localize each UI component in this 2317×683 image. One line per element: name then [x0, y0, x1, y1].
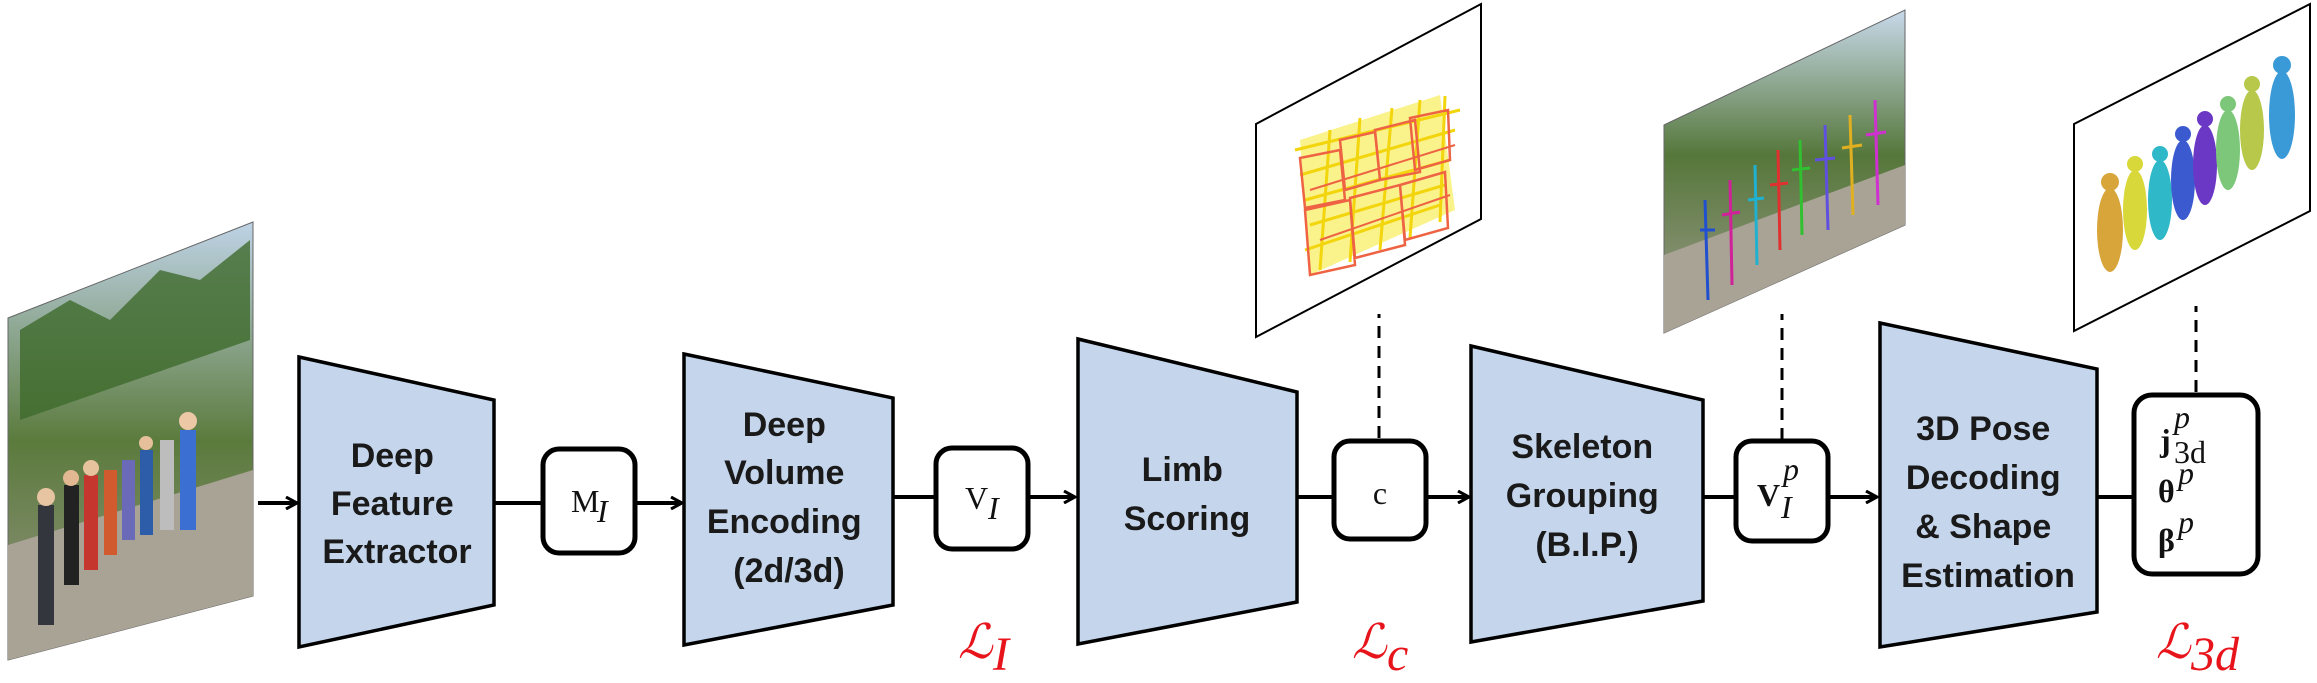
- feature-extractor-line1: Deep: [351, 437, 434, 475]
- limb-scoring-line1: Limb: [1142, 451, 1223, 489]
- v-i-sub: I: [987, 490, 1000, 526]
- skeleton-grouping-line2: Grouping: [1506, 477, 1659, 515]
- loss-l-c-sub: c: [1387, 628, 1408, 681]
- m-i-base: M: [571, 483, 599, 519]
- feature-extractor-line2: Feature: [331, 485, 454, 523]
- loss-l-i-symbol: ℒ: [958, 616, 994, 669]
- variable-m-i: M I: [540, 446, 638, 556]
- svg-text:Skeleton Grouping: Skeleton Grouping (B.I.P.): [1506, 428, 1668, 564]
- volume-encoding-line1: Deep: [743, 406, 826, 444]
- skeleton-grouping-block: Skeleton Grouping (B.I.P.): [1469, 343, 1705, 645]
- volume-encoding-line2: Volume: [724, 454, 844, 492]
- body-meshes: [2073, 2, 2311, 333]
- variable-v-i-p: V p I: [1733, 438, 1831, 544]
- limb-scoring-block: Limb Scoring: [1076, 336, 1299, 647]
- grouped-skeletons-photo: [1663, 9, 1906, 334]
- v-i-p-base: V: [1757, 477, 1780, 513]
- skeleton-grouping-line3: (B.I.P.): [1535, 526, 1638, 564]
- v-i-base: V: [965, 480, 988, 516]
- variable-v-i: V I: [933, 445, 1031, 552]
- pose-decoding-line3: & Shape: [1915, 508, 2051, 546]
- output-j-sup: p: [2172, 399, 2190, 435]
- pose-decoding-block: 3D Pose Decoding & Shape Estimation: [1878, 320, 2099, 650]
- svg-text:Limb Scoring: Limb Scoring: [1124, 451, 1251, 538]
- v-i-p-sup: p: [1781, 451, 1799, 487]
- c-label: c: [1373, 475, 1387, 511]
- m-i-sub: I: [596, 493, 609, 529]
- variable-c: c: [1331, 438, 1429, 542]
- loss-l-c-symbol: ℒ: [1352, 616, 1388, 669]
- limb-score-map: [1255, 2, 1482, 339]
- volume-encoding-block: Deep Volume Encoding (2d/3d): [682, 351, 895, 648]
- loss-l-3d: ℒ 3d: [2156, 616, 2240, 681]
- limb-scoring-line2: Scoring: [1124, 500, 1251, 538]
- output-parameters: j p 3d θ p β p: [2131, 392, 2261, 577]
- v-i-p-sub: I: [1780, 489, 1793, 525]
- loss-l-i: ℒ I: [958, 616, 1011, 681]
- pose-decoding-line4: Estimation: [1901, 557, 2075, 595]
- pose-decoding-line2: Decoding: [1906, 459, 2061, 497]
- mesh-figures: [2097, 56, 2295, 272]
- svg-text:3D Pose Decoding &: 3D Pose Decoding & Shape Estimation: [1901, 410, 2075, 595]
- feature-extractor-block: Deep Feature Extractor: [297, 354, 496, 650]
- output-j-base: j: [2159, 422, 2171, 458]
- output-beta-base: β: [2158, 522, 2175, 558]
- svg-text:Deep Volume Encodi: Deep Volume Encoding (2d/3d): [707, 406, 871, 590]
- pose-decoding-line1: 3D Pose: [1916, 410, 2050, 448]
- svg-text:Deep Feature Extra: Deep Feature Extractor: [322, 437, 471, 571]
- volume-encoding-line4: (2d/3d): [733, 552, 844, 590]
- skeleton-grouping-line1: Skeleton: [1511, 428, 1653, 466]
- output-beta-sup: p: [2176, 504, 2194, 540]
- loss-l-3d-sub: 3d: [2190, 628, 2240, 681]
- output-theta-sup: p: [2176, 455, 2194, 491]
- loss-l-3d-symbol: ℒ: [2156, 616, 2192, 669]
- hikers-group: [37, 412, 197, 625]
- input-photo: [7, 221, 254, 661]
- output-theta-base: θ: [2158, 473, 2175, 509]
- output-j-sub: 3d: [2174, 434, 2206, 470]
- loss-l-c: ℒ c: [1352, 616, 1408, 681]
- volume-encoding-line3: Encoding: [707, 503, 862, 541]
- feature-extractor-line3: Extractor: [322, 533, 471, 571]
- loss-l-i-sub: I: [992, 628, 1011, 681]
